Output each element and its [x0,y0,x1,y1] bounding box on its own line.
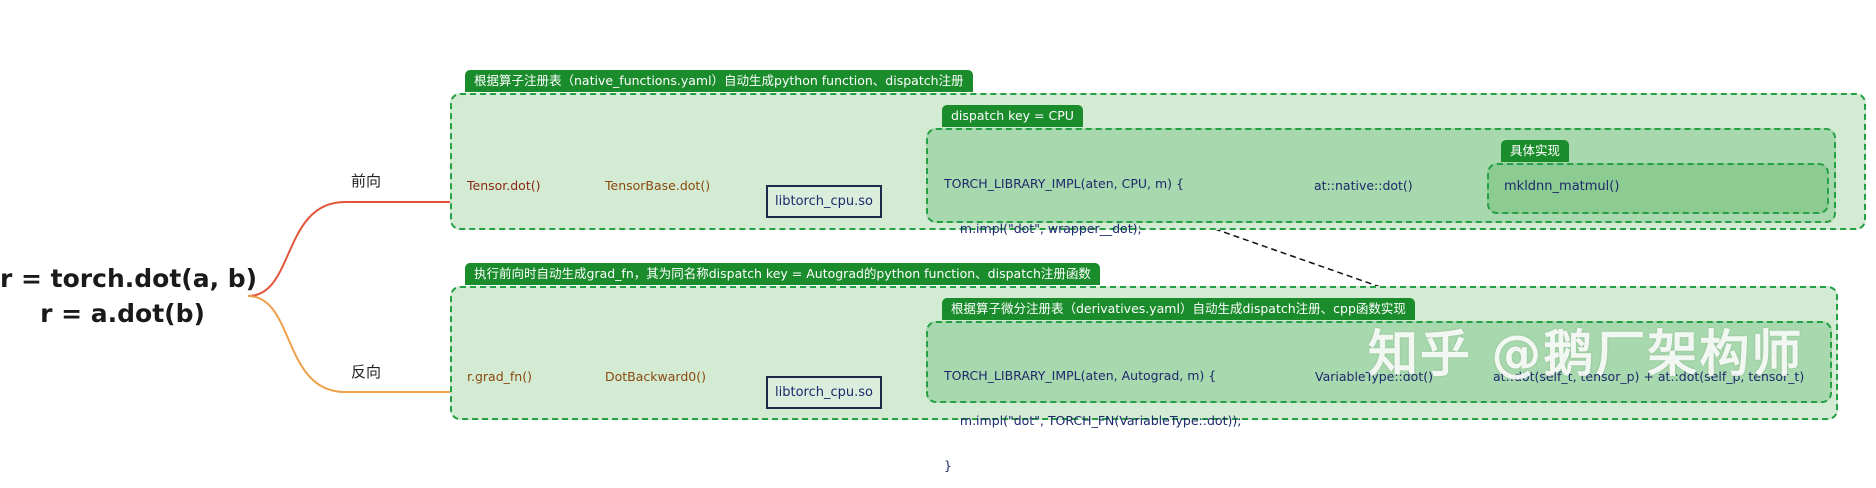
forward-inner-tag: dispatch key = CPU [942,105,1083,127]
backward-inner-region [926,321,1832,403]
backward-code-line-1: TORCH_LIBRARY_IMPL(aten, Autograd, m) { [944,368,1217,383]
backward-variable-type-dot: VariableType::dot() [1315,369,1433,384]
backward-outer-tag: 执行前向时自动生成grad_fn，其为同名称dispatch key = Aut… [465,263,1100,285]
backward-node-dotbackward0: DotBackward0() [605,369,706,384]
forward-code-line-1: TORCH_LIBRARY_IMPL(aten, CPU, m) { [944,176,1184,191]
backward-code-line-2: m.impl("dot", TORCH_FN(VariableType::dot… [944,413,1242,428]
root-line-2: r = a.dot(b) [40,299,205,328]
impl-tag: 具体实现 [1501,140,1570,162]
forward-lib-box: libtorch_cpu.so [766,185,882,218]
forward-branch-curve [247,201,725,297]
backward-derivative-formula: at::dot(self_t, tensor_p) + at::dot(self… [1493,369,1805,384]
backward-node-grad-fn: r.grad_fn() [467,369,532,384]
impl-region [1487,163,1829,214]
backward-branch-curve [247,295,725,393]
forward-code-line-2: m.impl("dot", wrapper__dot); [944,221,1142,236]
backward-inner-tag: 根据算子微分注册表（derivatives.yaml）自动生成dispatch注… [942,298,1415,320]
forward-code-block: TORCH_LIBRARY_IMPL(aten, CPU, m) { m.imp… [944,146,1184,296]
backward-code-block: TORCH_LIBRARY_IMPL(aten, Autograd, m) { … [944,338,1241,488]
forward-label: 前向 [351,172,382,190]
forward-outer-tag: 根据算子注册表（native_functions.yaml）自动生成python… [465,70,973,92]
forward-native-dot: at::native::dot() [1314,178,1413,193]
forward-node-tensorbase-dot: TensorBase.dot() [605,178,711,193]
backward-label: 反向 [351,363,382,381]
zhihu-watermark: 知乎 @鹅厂架构师 [1368,325,1804,383]
forward-node-tensor-dot: Tensor.dot() [467,178,541,193]
root-line-1: r = torch.dot(a, b) [0,264,258,293]
forward-impl-mkldnn: mkldnn_matmul() [1504,179,1620,194]
backward-code-line-3: } [944,458,952,473]
backward-lib-box: libtorch_cpu.so [766,376,882,409]
